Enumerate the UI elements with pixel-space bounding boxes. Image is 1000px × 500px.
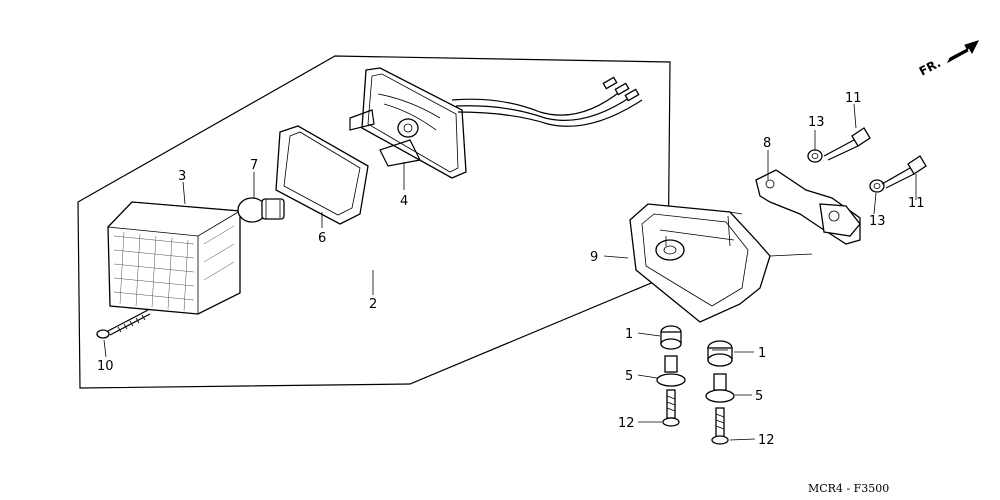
callout-6: 6 (318, 231, 326, 246)
part-lens (107, 201, 242, 315)
callout-8: 8 (763, 136, 771, 151)
forward-arrow-icon (946, 40, 979, 64)
drawing-code: MCR4 - F3500 (808, 482, 889, 495)
callout-11-top: 11 (845, 91, 862, 106)
callout-13-bottom: 13 (869, 214, 886, 229)
callout-labels: 3 7 6 4 2 10 9 8 11 11 13 13 1 1 5 5 12 … (97, 91, 925, 448)
callout-5-left: 5 (625, 369, 633, 384)
leader-lines (103, 103, 917, 441)
callout-9: 9 (590, 250, 598, 265)
callout-5-right: 5 (755, 389, 763, 404)
part-bolts-12 (662, 389, 729, 445)
part-bracket (755, 169, 861, 245)
part-case (629, 203, 813, 323)
part-screw-10 (96, 309, 151, 339)
part-grommets (660, 325, 733, 367)
callout-4: 4 (400, 194, 408, 209)
callout-12-left: 12 (618, 416, 635, 431)
part-gasket (275, 125, 369, 225)
part-collars (656, 355, 735, 403)
callout-1-right: 1 (758, 346, 766, 361)
callout-12-right: 12 (758, 433, 775, 448)
part-bulb (237, 197, 285, 223)
front-direction-indicator: FR. (917, 40, 979, 79)
front-label: FR. (917, 56, 943, 79)
callout-1-left: 1 (625, 327, 633, 342)
callout-13-top: 13 (808, 115, 825, 130)
callout-11-right: 11 (908, 196, 925, 211)
callout-10: 10 (97, 359, 114, 374)
part-base-with-wiring (349, 67, 643, 179)
callout-7: 7 (250, 158, 258, 173)
part-washers (807, 149, 885, 193)
part-bolts-11 (823, 127, 927, 189)
callout-2: 2 (369, 297, 377, 312)
callout-3: 3 (178, 169, 186, 184)
